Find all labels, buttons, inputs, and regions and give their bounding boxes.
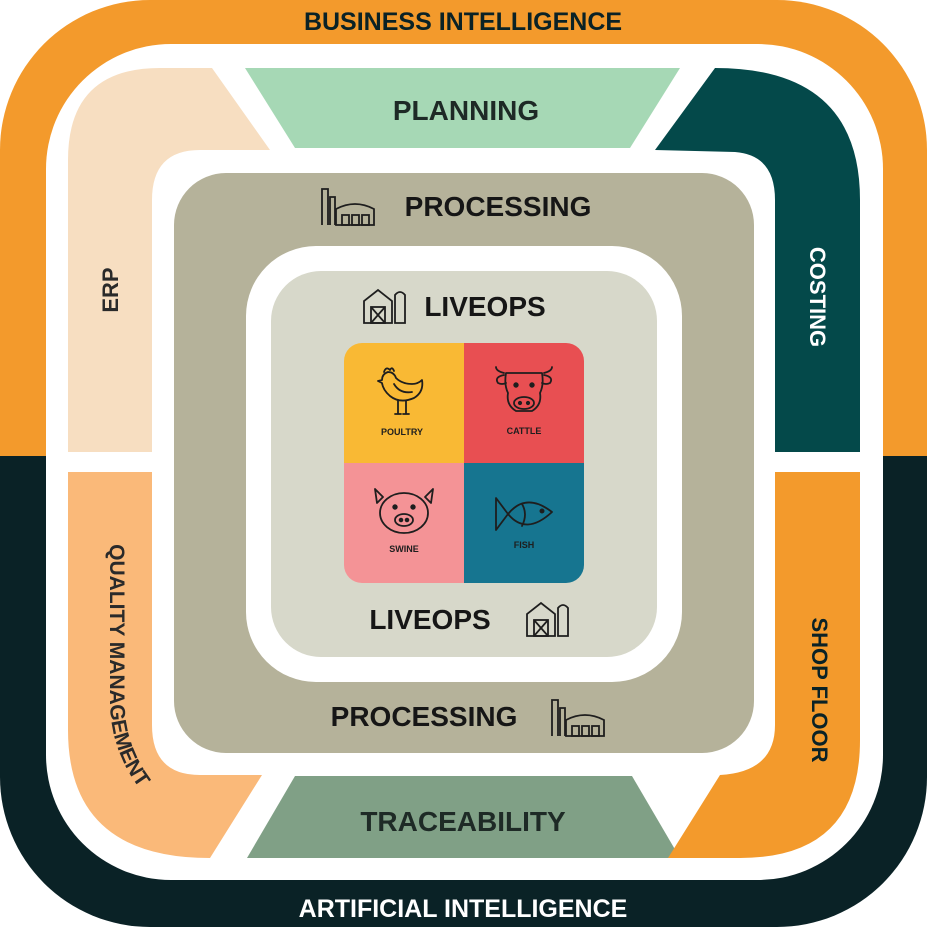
- shop-floor-segment[interactable]: [668, 472, 860, 858]
- processing-bottom-label: PROCESSING: [331, 701, 518, 732]
- quality-management-segment[interactable]: [68, 472, 262, 858]
- middle-ring: ERP PLANNING COSTING QUALITY MANAGEMENT …: [68, 68, 860, 858]
- costing-segment[interactable]: [655, 68, 860, 452]
- factory-icon: [551, 699, 605, 737]
- liveops-top-label: LIVEOPS: [424, 291, 545, 322]
- barn-icon: [526, 601, 569, 637]
- swine-tile[interactable]: [344, 463, 464, 583]
- poultry-tile[interactable]: [344, 343, 464, 463]
- erp-label: ERP: [98, 267, 123, 312]
- swine-label: SWINE: [389, 544, 419, 554]
- poultry-label: POULTRY: [381, 427, 423, 437]
- planning-label: PLANNING: [393, 95, 539, 126]
- artificial-intelligence-label: ARTIFICIAL INTELLIGENCE: [299, 895, 628, 923]
- chicken-icon: [377, 367, 424, 415]
- processing-top-label: PROCESSING: [405, 191, 592, 222]
- planning-segment[interactable]: [245, 68, 680, 148]
- barn-icon: [363, 288, 406, 324]
- shop-floor-label: SHOP FLOOR: [807, 617, 832, 762]
- factory-icon: [321, 188, 375, 226]
- erp-segment[interactable]: [68, 68, 270, 452]
- cattle-tile[interactable]: [464, 343, 584, 463]
- cow-icon: [495, 366, 553, 412]
- fish-label: FISH: [514, 540, 535, 550]
- traceability-label: TRACEABILITY: [360, 806, 566, 837]
- costing-label: COSTING: [805, 247, 830, 347]
- species-grid: [344, 343, 584, 583]
- traceability-segment[interactable]: [247, 776, 680, 858]
- fish-icon: [495, 497, 553, 531]
- pig-icon: [374, 488, 434, 534]
- cattle-label: CATTLE: [507, 426, 542, 436]
- liveops-bottom-label: LIVEOPS: [369, 604, 490, 635]
- business-intelligence-label: BUSINESS INTELLIGENCE: [304, 8, 622, 36]
